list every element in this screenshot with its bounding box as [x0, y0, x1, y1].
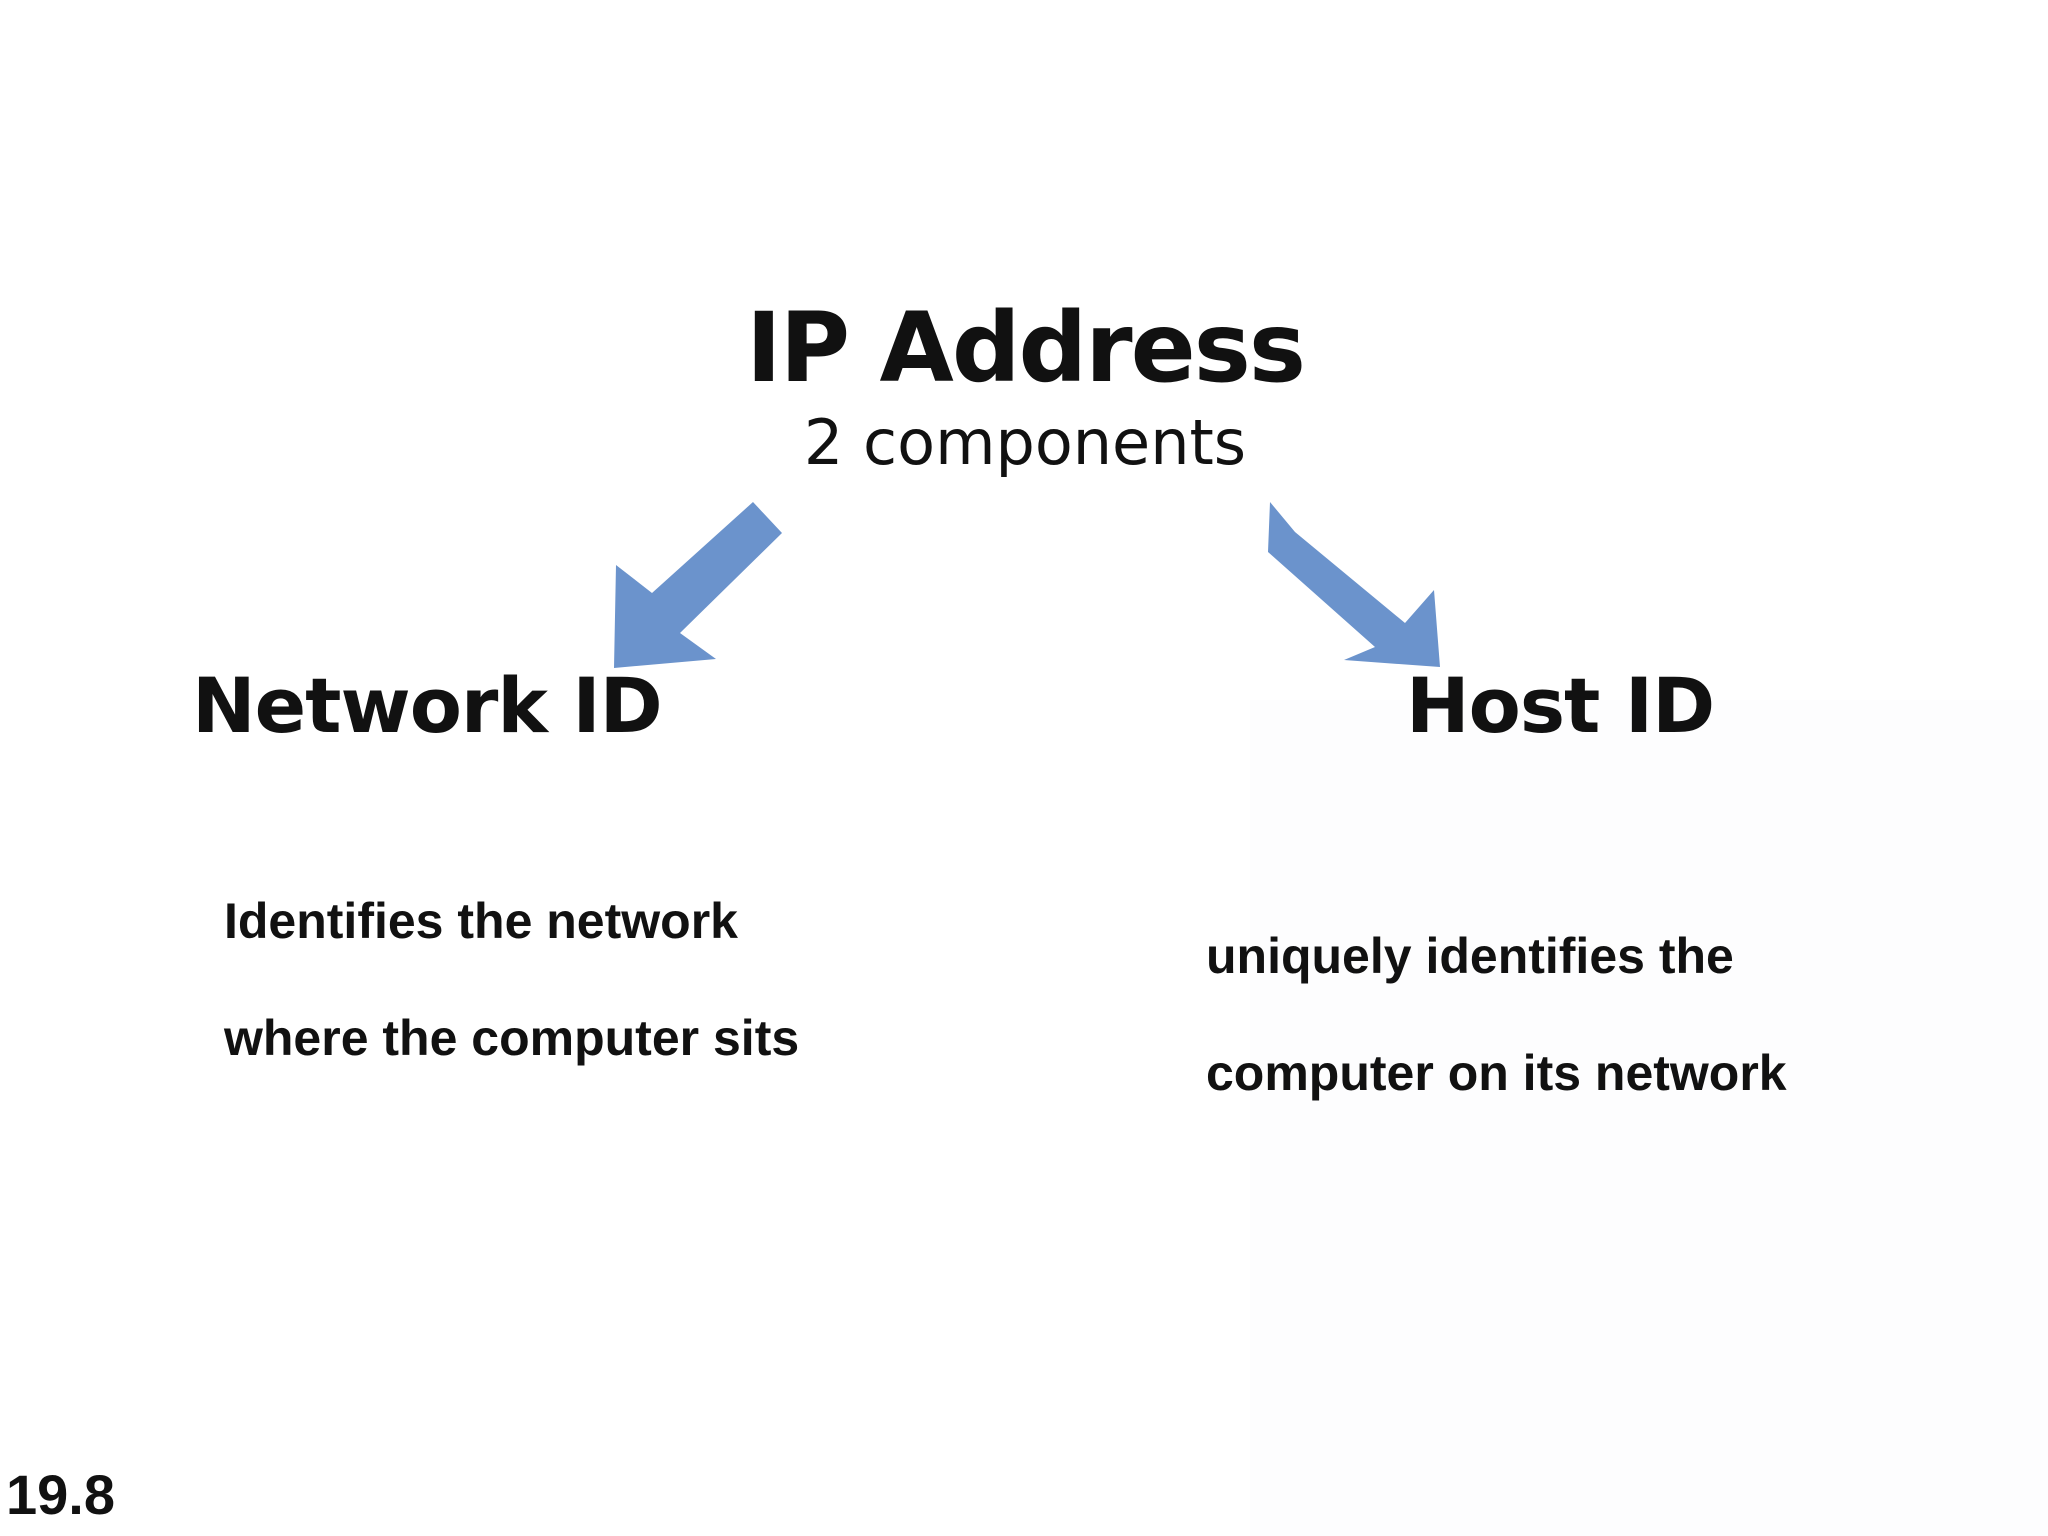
arrow-right-shape — [1268, 502, 1440, 667]
background-panel — [1250, 700, 2048, 1536]
slide-number: 19.8 — [6, 1463, 115, 1526]
host-id-label: Host ID — [1406, 661, 1715, 750]
arrow-left-shape — [614, 502, 782, 668]
diagram-subtitle: 2 components — [803, 406, 1247, 479]
network-id-label: Network ID — [192, 661, 663, 750]
diagram-title: IP Address — [746, 292, 1306, 404]
host-id-description-line-2: computer on its network — [1206, 1045, 1787, 1101]
host-id-description-line-1: uniquely identifies the — [1206, 928, 1734, 984]
network-id-description-line-1: Identifies the network — [224, 893, 738, 949]
network-id-description-line-2: where the computer sits — [224, 1010, 800, 1066]
